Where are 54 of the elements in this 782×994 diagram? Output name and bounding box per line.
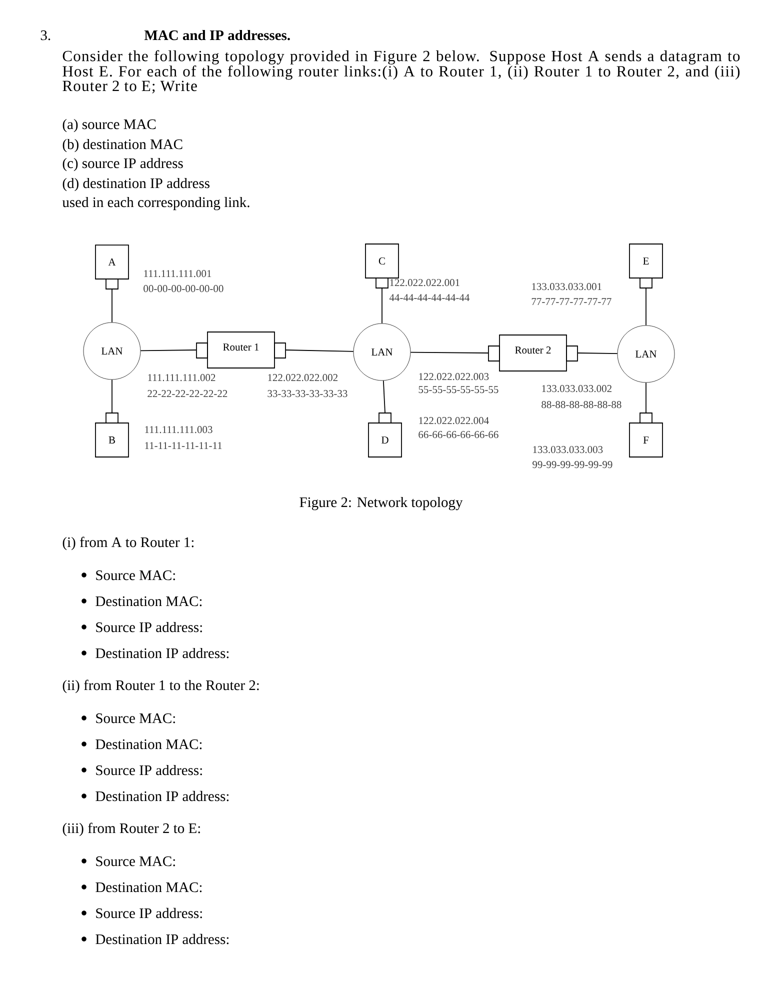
address-text: 66-66-66-66-66-66	[418, 431, 498, 438]
address-text: 99-99-99-99-99-99	[532, 461, 612, 468]
address-text: 22-22-22-22-22-22	[148, 390, 228, 397]
address-text: 122.022.022.001	[390, 279, 460, 286]
answer-prompt: Source MAC:	[96, 570, 175, 580]
address-text: 33-33-33-33-33-33	[268, 390, 348, 398]
item-number: 3.	[40, 30, 50, 40]
host-box: B	[95, 422, 129, 458]
address-text: 133.033.033.003	[533, 446, 603, 454]
figure-caption: Figure 2: Network topology	[300, 496, 463, 510]
router-box: Router 2	[499, 334, 567, 372]
host-box: C	[365, 244, 399, 278]
host-box: E	[629, 244, 663, 278]
list-item: (d) destination IP address	[62, 178, 210, 192]
address-text: 122.022.022.002	[268, 374, 338, 382]
sub-question: (iii) from Router 2 to E:	[62, 822, 200, 836]
router-box: Router 1	[207, 332, 275, 368]
answer-prompt: Destination IP address:	[96, 790, 229, 802]
answer-prompt: Source IP address:	[96, 622, 202, 632]
answer-prompt: Source MAC:	[96, 856, 175, 866]
list-item: (a) source MAC	[62, 118, 156, 132]
address-text: 111.111.111.001	[144, 270, 212, 278]
address-text: 122.022.022.003	[419, 373, 489, 380]
host-box: F	[629, 422, 663, 458]
answer-prompt: Destination MAC:	[96, 882, 202, 892]
answer-prompt: Source MAC:	[96, 713, 175, 724]
paragraph: Consider the following topology provided in Figure 2 below. Suppose Host A sends a datagram to Host E. For each of the following router links:(i) A to Router 1, (ii) Router 1 to Router 2, and (iii) Router 2 to E; Write	[62, 50, 740, 94]
list-item: (b) destination MAC	[62, 138, 182, 152]
list-item: used in each corresponding link.	[62, 196, 250, 210]
sub-question: (i) from A to Router 1:	[62, 536, 194, 550]
address-text: 77-77-77-77-77-77	[532, 298, 612, 305]
answer-prompt: Destination MAC:	[96, 596, 202, 606]
link-line	[410, 352, 488, 354]
host-box: A	[95, 244, 129, 280]
answer-prompt: Destination IP address:	[96, 934, 229, 944]
address-text: 00-00-00-00-00-00	[144, 285, 224, 292]
question-title: MAC and IP addresses.	[144, 30, 290, 40]
address-text: 133.033.033.001	[532, 283, 602, 290]
host-box: D	[368, 422, 402, 458]
address-text: 11-11-11-11-11-11	[145, 442, 222, 449]
address-text: 122.022.022.004	[419, 417, 489, 424]
sub-question: (ii) from Router 1 to the Router 2:	[62, 680, 259, 694]
link-line	[382, 380, 386, 413]
address-text: 88-88-88-88-88-88	[542, 401, 622, 408]
answer-prompt: Source IP address:	[96, 764, 202, 776]
address-text: 55-55-55-55-55-55	[418, 386, 498, 394]
answer-prompt: Destination IP address:	[96, 648, 229, 658]
address-text: 111.111.111.003	[145, 426, 212, 434]
answer-prompt: Destination MAC:	[96, 739, 202, 750]
list-item: (c) source IP address	[62, 158, 183, 172]
address-text: 44-44-44-44-44-44	[389, 294, 470, 301]
address-text: 133.033.033.002	[542, 385, 612, 392]
answer-prompt: Source IP address:	[96, 908, 202, 918]
address-text: 111.111.111.002	[148, 374, 216, 382]
